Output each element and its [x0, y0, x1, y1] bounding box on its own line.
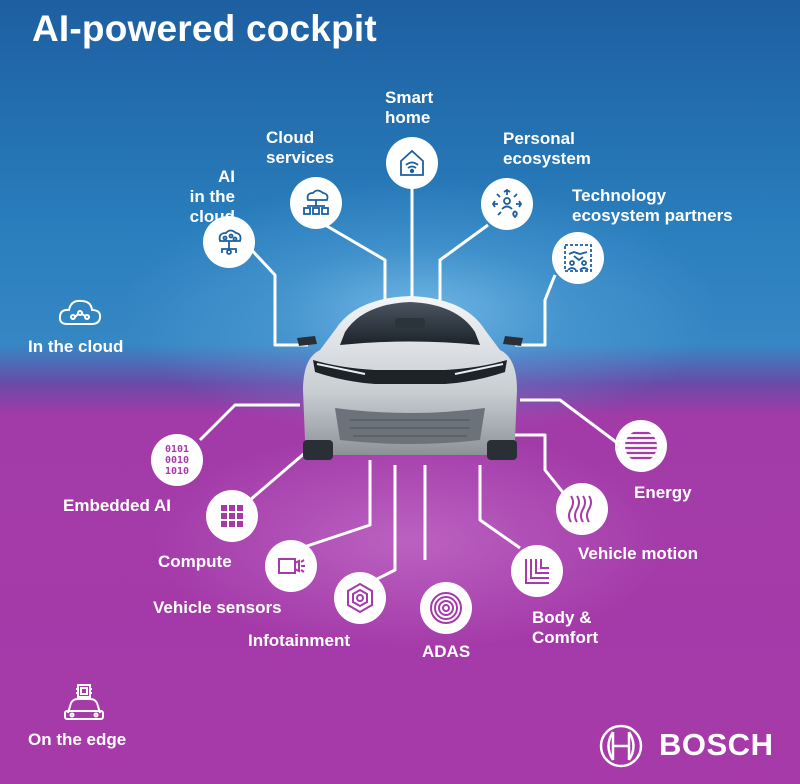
car-image	[297, 296, 523, 460]
zone-label-edge: On the edge	[28, 730, 127, 749]
binary-row-2: 0010	[164, 454, 190, 466]
wave-lines-icon	[556, 483, 608, 535]
label-adas: ADAS	[422, 642, 471, 661]
label-tech-partners: Technology ecosystem partners	[572, 186, 733, 225]
person-network-icon	[481, 178, 533, 230]
connector-vehicle-sensors	[294, 460, 372, 552]
cloud-brain-icon	[203, 216, 255, 268]
handshake-icon	[552, 232, 604, 284]
binary-row-3: 1010	[164, 465, 190, 477]
connector-cloud-services	[319, 220, 387, 300]
layered-corners-icon	[511, 545, 563, 597]
label-ai-in-cloud: AI in the cloud	[189, 167, 235, 226]
grid-chip-icon	[206, 490, 258, 542]
connector-body-comfort	[478, 465, 521, 550]
connector-vehicle-motion	[510, 433, 567, 496]
striped-circle-icon	[615, 420, 667, 472]
binary-code-icon: 0101 0010 1010	[151, 434, 203, 486]
cloud-network-icon	[290, 177, 342, 229]
label-smart-home: Smart home	[385, 88, 434, 127]
hexagon-icon	[334, 572, 386, 624]
label-body-comfort: Body & Comfort	[532, 608, 599, 647]
label-infotainment: Infotainment	[248, 631, 350, 650]
camera-sensor-icon	[265, 540, 317, 592]
label-vehicle-motion: Vehicle motion	[578, 544, 698, 563]
binary-row-1: 0101	[164, 443, 190, 455]
bosch-wordmark: BOSCH	[659, 727, 774, 762]
label-energy: Energy	[634, 483, 692, 502]
bosch-logo-icon	[599, 724, 643, 768]
connector-personal-ecosystem	[438, 223, 489, 300]
label-compute: Compute	[158, 552, 232, 571]
connector-energy	[520, 398, 621, 447]
connector-tech-partners	[515, 274, 557, 347]
zone-label-cloud: In the cloud	[28, 337, 124, 356]
connector-ai-in-cloud	[245, 243, 308, 347]
car-chip-icon	[64, 684, 104, 720]
page-title: AI-powered cockpit	[32, 8, 377, 49]
label-personal-ecosystem: Personal ecosystem	[503, 129, 591, 168]
concentric-circles-icon	[420, 582, 472, 634]
label-cloud-services: Cloud services	[266, 128, 335, 167]
label-vehicle-sensors: Vehicle sensors	[153, 598, 282, 617]
cloud-icon	[58, 299, 102, 325]
connector-embedded-ai	[198, 403, 300, 442]
smart-home-icon	[386, 137, 438, 189]
label-embedded-ai: Embedded AI	[63, 496, 171, 515]
